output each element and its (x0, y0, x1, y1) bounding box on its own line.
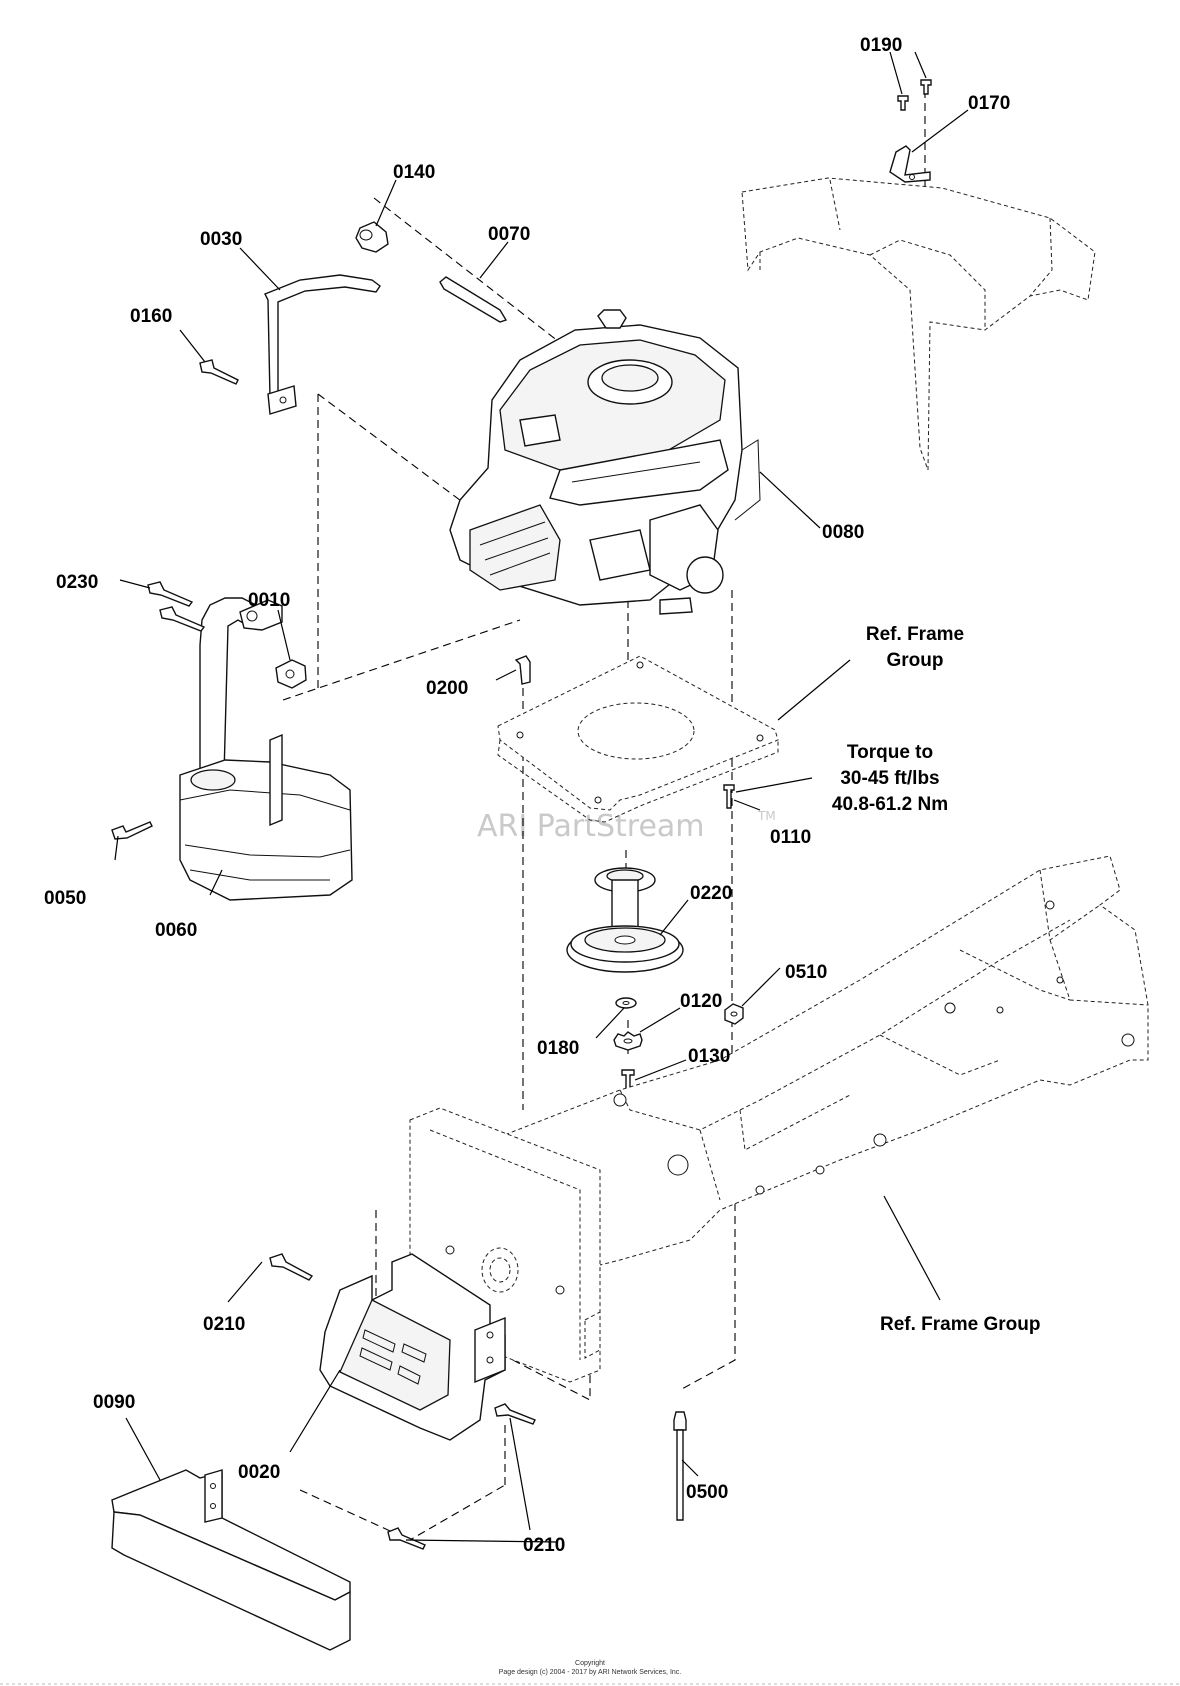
leader-lines (114, 51, 969, 1543)
screws-0190 (897, 79, 932, 111)
engine-0080 (449, 309, 761, 615)
tube-0070 (439, 276, 508, 323)
callout-torque-line1: Torque to (847, 742, 933, 763)
bolt-0210-lower (387, 1403, 536, 1550)
callout-ref-frame-group-top-line1: Ref. Frame (866, 624, 964, 645)
watermark-trademark: TM (757, 809, 776, 823)
screw-0160 (199, 359, 239, 385)
nut-0140 (355, 221, 389, 253)
pulley-0220 (566, 867, 684, 973)
footer-copyright: Copyright (575, 1660, 605, 1667)
callout-0080: 0080 (822, 522, 864, 543)
rod-0500 (673, 1411, 687, 1521)
callout-0510: 0510 (785, 962, 827, 983)
shield-0090 (111, 1469, 351, 1651)
callout-0200: 0200 (426, 678, 468, 699)
callout-labels: 0190 0170 0140 0070 0030 0160 0080 0230 … (44, 35, 1040, 1556)
tractor-frame-ghost (409, 855, 1149, 1383)
engine-mount-plate-ghost (497, 655, 779, 823)
callout-0070: 0070 (488, 224, 530, 245)
muffler-bracket-0030 (264, 274, 381, 415)
footer-page-design: Page design (c) 2004 - 2017 by ARI Netwo… (499, 1669, 682, 1676)
callout-torque-line2: 30-45 ft/lbs (840, 768, 939, 789)
callout-0090: 0090 (93, 1392, 135, 1413)
bracket-0020 (319, 1253, 506, 1441)
callout-0190: 0190 (860, 35, 902, 56)
callout-0120: 0120 (680, 991, 722, 1012)
throttle-bracket-0170 (889, 145, 931, 183)
callout-0500: 0500 (686, 1482, 728, 1503)
gasket-0010 (275, 659, 307, 689)
callout-0060: 0060 (155, 920, 197, 941)
washer-0180 (615, 997, 637, 1009)
dash-panel-ghost (741, 177, 1096, 471)
bolt-0210-upper (269, 1253, 314, 1281)
nut-0510 (724, 1003, 744, 1025)
callout-0210-lower: 0210 (523, 1535, 565, 1556)
callout-0130: 0130 (688, 1046, 730, 1067)
muffler-0060 (179, 597, 353, 901)
callout-0020: 0020 (238, 1462, 280, 1483)
callout-0210-upper: 0210 (203, 1314, 245, 1335)
callout-0230: 0230 (56, 572, 98, 593)
callout-0010: 0010 (248, 590, 290, 611)
screw-0050 (111, 821, 153, 840)
callout-0160: 0160 (130, 306, 172, 327)
callout-0110: 0110 (770, 827, 811, 848)
callout-0030: 0030 (200, 229, 242, 250)
bolt-0110 (723, 784, 735, 809)
callout-0180: 0180 (537, 1038, 579, 1059)
watermark-text: ARI PartStream (477, 809, 705, 844)
lock-washer-0120 (613, 1031, 643, 1051)
callout-0050: 0050 (44, 888, 86, 909)
callout-torque-line3: 40.8-61.2 Nm (832, 794, 948, 815)
callout-0170: 0170 (968, 93, 1010, 114)
callout-ref-frame-group-bottom: Ref. Frame Group (880, 1314, 1040, 1335)
callout-0140: 0140 (393, 162, 435, 183)
callout-ref-frame-group-top-line2: Group (887, 650, 944, 671)
bolts-0230 (147, 581, 206, 632)
callout-0220: 0220 (690, 883, 732, 904)
bolt-0200 (514, 655, 531, 685)
